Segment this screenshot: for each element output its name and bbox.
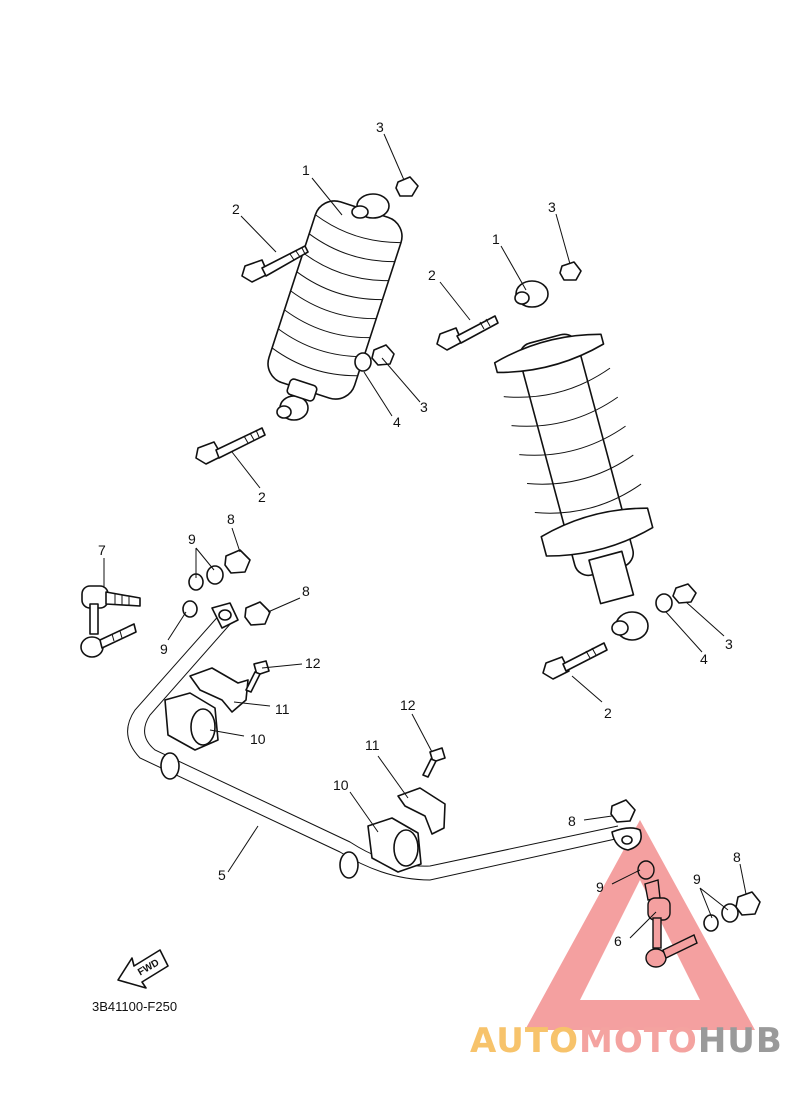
callout-11: 11	[275, 701, 290, 717]
callout-10: 10	[333, 777, 349, 793]
callout-1: 1	[492, 231, 500, 247]
left-lower-bolt	[195, 427, 266, 465]
callout-8: 8	[227, 511, 235, 527]
bar-end-nut	[610, 799, 636, 823]
right-lower-bolt	[542, 642, 608, 680]
bracket-bolt-right	[422, 747, 446, 778]
callout-9: 9	[596, 879, 604, 895]
left-link-washer-3	[182, 600, 198, 618]
bracket-right	[397, 787, 446, 835]
callout-4: 4	[393, 414, 401, 430]
callout-2: 2	[428, 267, 436, 283]
watermark-part-auto: AUTO	[470, 1021, 579, 1061]
left-upper-bolt	[241, 245, 309, 283]
right-top-nut	[559, 261, 582, 281]
callout-8: 8	[733, 849, 741, 865]
callout-11: 11	[365, 737, 380, 753]
callout-2: 2	[232, 201, 240, 217]
callout-1: 1	[302, 162, 310, 178]
left-top-nut	[395, 176, 419, 197]
left-link-nut-lower	[244, 601, 271, 626]
right-link-washer-1	[703, 914, 719, 932]
watermark-text: AUTOMOTOHUB	[470, 1021, 783, 1061]
left-shock-absorber	[267, 193, 403, 421]
callout-9: 9	[693, 871, 701, 887]
callout-9: 9	[160, 641, 168, 657]
callout-3: 3	[376, 119, 384, 135]
callout-8: 8	[302, 583, 310, 599]
watermark-logo	[525, 820, 755, 1030]
right-upper-bolt	[436, 315, 499, 351]
watermark-part-moto: MOTO	[579, 1021, 698, 1061]
callout-7: 7	[98, 542, 106, 558]
bracket-bolt-left	[245, 660, 270, 693]
bushing-left	[164, 692, 219, 751]
callout-10: 10	[250, 731, 266, 747]
callout-6: 6	[614, 933, 622, 949]
left-link-nut-upper	[224, 549, 251, 574]
callout-labels: 1 2 3 3 4 2 1 2 3 3 4 2 5 6 7 8 8 8 8 9 …	[98, 119, 741, 949]
fwd-arrow-icon: FWD	[117, 949, 169, 989]
bushing-right	[367, 817, 422, 873]
callout-4: 4	[700, 651, 708, 667]
callout-5: 5	[218, 867, 226, 883]
callout-12: 12	[400, 697, 416, 713]
leader-lines	[103, 133, 747, 939]
diagram-code: 3B41100-F250	[92, 999, 177, 1014]
callout-9: 9	[188, 531, 196, 547]
stabilizer-link-left	[80, 585, 141, 658]
callout-12: 12	[305, 655, 321, 671]
callout-8: 8	[568, 813, 576, 829]
right-lower-washer	[655, 593, 673, 613]
callout-3: 3	[420, 399, 428, 415]
callout-3: 3	[725, 636, 733, 652]
callout-2: 2	[258, 489, 266, 505]
left-lower-nut	[371, 344, 395, 366]
callout-3: 3	[548, 199, 556, 215]
left-lower-washer	[354, 352, 372, 372]
right-shock-absorber	[493, 280, 654, 641]
bracket-left	[189, 667, 249, 713]
left-link-washer-2	[206, 565, 224, 585]
right-lower-nut	[672, 583, 697, 604]
watermark-part-hub: HUB	[698, 1021, 783, 1061]
callout-2: 2	[604, 705, 612, 721]
right-link-nut	[735, 891, 761, 916]
